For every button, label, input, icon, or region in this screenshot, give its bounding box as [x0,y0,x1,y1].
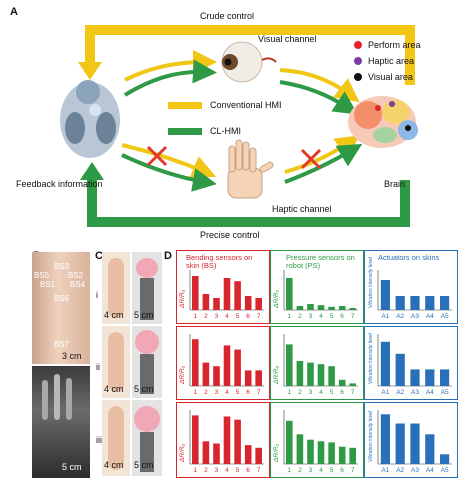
chart-panel-ps-3 [270,402,364,478]
sensor-label: BS6 [54,294,70,303]
panel-d-letter: D [164,250,172,262]
robot-to-hand-green [121,153,217,192]
eyeball-illustration [221,41,277,83]
bending-sensor-title: Bending sensors on skin (BS) [186,253,253,270]
conventional-hmi-label: Conventional HMI [210,100,282,110]
robot-illustration [60,80,120,158]
pink-balloon [134,406,160,432]
perform-area-dot [354,41,362,49]
legend-item-haptic: Haptic area [354,56,421,66]
haptic-area-dot [354,57,362,65]
pink-balloon [136,258,158,278]
cross-mark-left [146,145,168,167]
cl-hmi-swatch [168,128,202,135]
crude-control-arrow [85,25,415,85]
chart-panel-bs-2 [176,326,270,400]
chart-panel-ps-1 [270,250,364,324]
cross-mark-right [300,148,322,170]
eye-to-brain-green [279,80,358,115]
crude-control-label: Crude control [200,11,255,21]
scale-bar-label: 4 cm [104,460,124,470]
visual-channel-label: Visual channel [258,34,317,44]
robot-finger [54,374,60,420]
sensor-label: BS2 [68,271,84,280]
robot-finger [42,380,48,420]
legend-label: Perform area [368,40,421,50]
robotic-hand-photo: 5 cm [32,366,90,478]
visual-area-dot [354,73,362,81]
feedback-information-label: Feedback information [16,179,103,189]
skin-arm [108,332,124,392]
haptic-channel-label: Haptic channel [272,204,332,214]
sensor-label: BS5 [34,271,50,280]
sensor-label: BS3 [54,262,70,271]
pressure-sensor-title: Pressure sensors on robot (PS) [286,253,355,270]
chart-panel-act-3 [364,402,458,478]
scale-bar-label: 4 cm [104,310,124,320]
chart-panel-act-1 [364,250,458,324]
sensor-label: BS4 [70,280,86,289]
hand-pose-photo-iii-left: 4 cm [102,400,130,476]
precise-arrowhead-left [80,162,104,180]
hand-pose-photo-iii-right: 5 cm [132,400,162,476]
brain-illustration [348,96,418,148]
hand-pose-photo-ii-left: 4 cm [102,326,130,398]
hand-pose-photo-i-right: 5 cm [132,252,162,324]
brain-label: Brain [384,179,406,189]
hand-pose-photo-ii-right: 5 cm [132,326,162,398]
scale-bar-label: 5 cm [134,460,154,470]
chart-panel-bs-1 [176,250,270,324]
panel-c-letter: C [95,250,103,262]
legend-item-perform: Perform area [354,40,421,50]
row-label: iii [96,435,102,445]
precise-control-label: Precise control [200,230,260,240]
scale-bar-label: 3 cm [62,351,82,361]
crude-arrowhead-left [78,62,102,80]
legend-item-visual: Visual area [354,72,421,82]
sensor-label: BS7 [54,340,70,349]
chart-panel-ps-2 [270,326,364,400]
robot-wrist [140,432,154,472]
robot-to-eye-green [123,59,217,97]
scale-bar-label: 5 cm [134,310,154,320]
scale-bar-label: 5 cm [134,384,154,394]
sensor-label: BS1 [40,280,56,289]
skin-arm [108,258,124,318]
panel-a-diagram [60,25,418,227]
panel-a-letter: A [10,6,18,18]
chart-panel-bs-3 [176,402,270,478]
robot-wrist [140,354,154,394]
scale-bar-label: 5 cm [62,462,82,472]
row-label: i [96,290,98,300]
chart-panel-act-2 [364,326,458,400]
skin-arm [108,406,124,470]
precise-control-arrow [87,180,410,227]
eye-to-brain-yellow [279,68,360,103]
conventional-hmi-swatch [168,102,202,109]
actuator-title: Actuators on skins [378,253,440,262]
legend-label: Visual area [368,72,413,82]
robot-finger [66,378,72,420]
legend-label: Haptic area [368,56,415,66]
robot-wrist [140,278,154,320]
row-label: ii [96,362,100,372]
hand-pose-photo-i-left: 4 cm [102,252,130,324]
hand-illustration [227,139,274,199]
scale-bar-label: 4 cm [104,384,124,394]
pink-balloon [135,330,159,354]
brain-area-legend: Perform area Haptic area Visual area [354,40,421,88]
cl-hmi-label: CL-HMI [210,126,241,136]
arm-sensor-photo: BS3 BS5 BS1 BS2 BS4 BS6 BS7 3 cm [32,252,90,364]
